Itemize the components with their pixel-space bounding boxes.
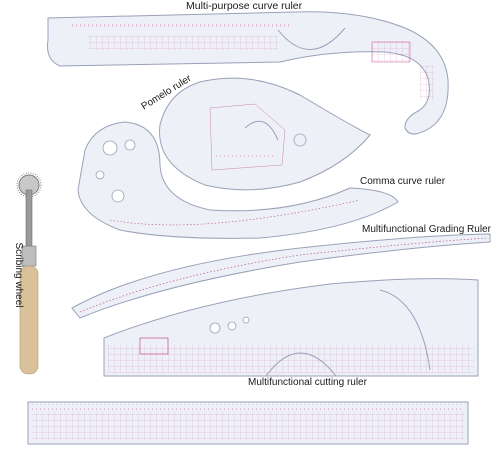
comma-curve-ruler <box>77 121 399 239</box>
grading-ruler <box>71 233 491 319</box>
cutting-ruler <box>103 278 479 377</box>
multi-purpose-curve-ruler <box>47 11 449 135</box>
label-cutting-ruler: Multifunctional cutting ruler <box>248 377 367 388</box>
scribing-wheel <box>16 172 42 375</box>
label-comma-curve-ruler: Comma curve ruler <box>360 176 446 187</box>
label-multi-purpose-curve-ruler: Multi-purpose curve ruler <box>186 0 303 12</box>
pomelo-ruler <box>159 77 371 191</box>
straight-ruler <box>27 401 469 445</box>
label-grading-ruler: Multifunctional Grading Ruler <box>362 224 491 235</box>
label-scribing-wheel: Scribing wheel <box>13 242 24 308</box>
